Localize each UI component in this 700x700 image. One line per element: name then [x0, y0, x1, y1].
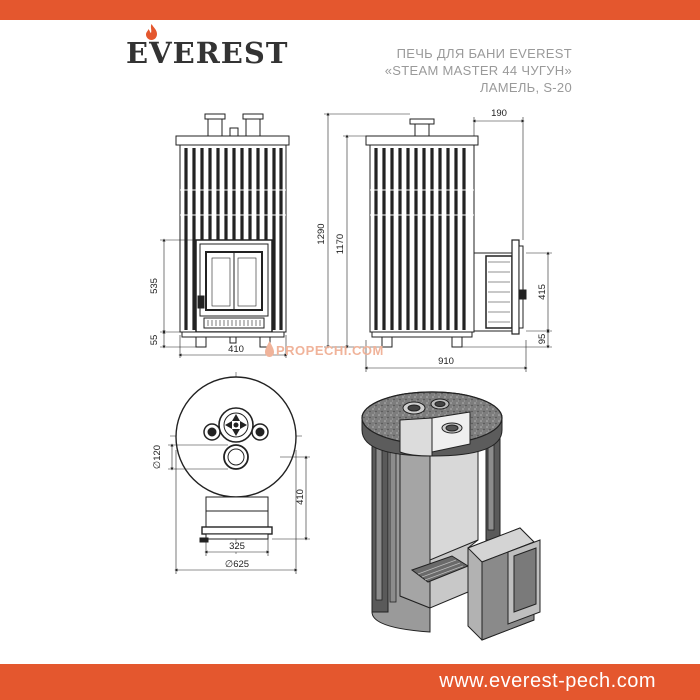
side-dimensions — [324, 112, 552, 372]
top-view — [170, 372, 302, 554]
heading-line-3: ЛАМЕЛЬ, S-20 — [479, 80, 572, 95]
front-view — [175, 113, 290, 348]
dim-total-height: 1290 — [316, 223, 327, 244]
dim-body-height: 1170 — [335, 234, 346, 254]
cutaway-view — [361, 391, 541, 641]
flame-drop-icon — [265, 341, 274, 357]
top-dimensions — [168, 443, 310, 574]
heading-line-2: «STEAM MASTER 44 ЧУГУН» — [384, 63, 572, 78]
dim-tunnel-bottom: 95 — [537, 334, 548, 345]
product-heading: ПЕЧЬ ДЛЯ БАНИ EVEREST «STEAM MASTER 44 Ч… — [385, 45, 572, 96]
dim-leg-height: 55 — [149, 335, 160, 346]
top-accent-bar — [0, 0, 700, 20]
heading-line-1: ПЕЧЬ ДЛЯ БАНИ EVEREST — [396, 46, 572, 61]
dim-side-depth: 910 — [438, 356, 454, 367]
dim-tunnel-width: 325 — [229, 541, 245, 552]
brand-name: EVEREST — [126, 36, 289, 70]
dim-door-height: 535 — [149, 278, 160, 294]
dim-tunnel-height: 415 — [537, 284, 548, 300]
dim-tunnel-depth: 410 — [295, 489, 306, 505]
watermark: PROPECHI.COM — [265, 341, 384, 358]
dim-front-width: 410 — [228, 344, 244, 355]
side-view — [365, 118, 527, 348]
watermark-text: PROPECHI.COM — [276, 343, 384, 358]
dim-tunnel-length: 190 — [491, 108, 507, 119]
dim-flue-diameter: ∅120 — [152, 445, 163, 469]
brand-logo: EVEREST — [126, 24, 289, 70]
dim-top-diameter: ∅625 — [225, 559, 249, 570]
footer-website: www.everest-pech.com — [439, 670, 656, 692]
flame-icon — [146, 24, 157, 40]
bottom-accent-bar — [0, 664, 700, 700]
